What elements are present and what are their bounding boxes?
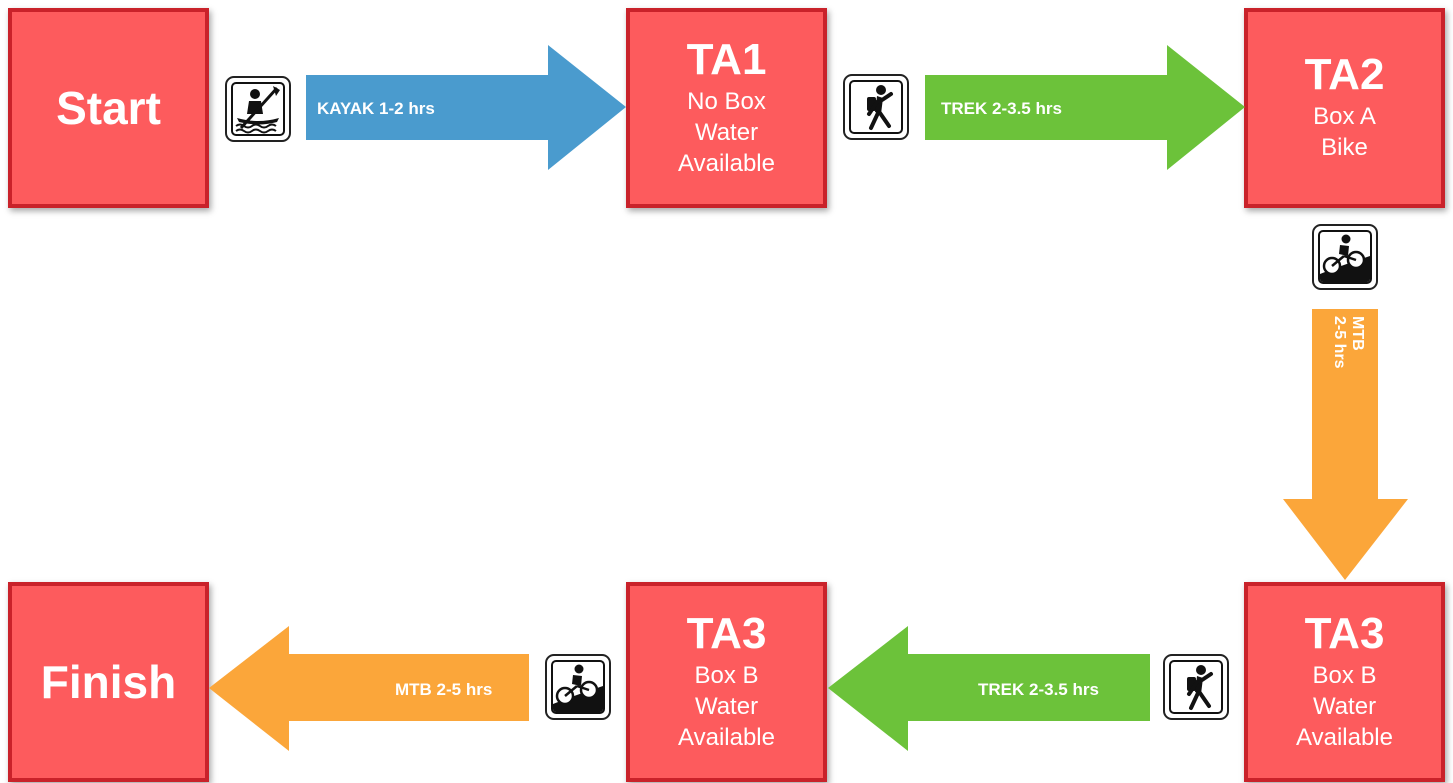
ta1-node: TA1 No Box Water Available xyxy=(626,8,827,208)
mtb1-label: MTB 2-5 hrs xyxy=(1330,316,1366,368)
kayak-arrow-shape xyxy=(306,45,626,170)
trek2-arrow-shape xyxy=(828,626,1150,751)
finish-node: Finish xyxy=(8,582,209,782)
ta1-line: No Box xyxy=(687,87,766,115)
mtb1-label-line: MTB xyxy=(1349,316,1366,351)
mtb1-arrow-shape xyxy=(1283,309,1408,580)
trek1-arrow xyxy=(925,45,1245,170)
mtb2-arrow-shape xyxy=(209,626,529,751)
ta3-right-title: TA3 xyxy=(1304,608,1385,658)
kayak-label: KAYAK 1-2 hrs xyxy=(317,99,435,118)
hiker-icon xyxy=(843,74,909,140)
mtb2-label: MTB 2-5 hrs xyxy=(395,680,493,699)
kayak-arrow xyxy=(306,45,626,170)
kayak-icon xyxy=(225,76,291,142)
mountain-bike-icon xyxy=(545,654,611,720)
trek1-arrow-shape xyxy=(925,45,1245,170)
ta1-line: Available xyxy=(678,149,775,177)
mtb2-arrow xyxy=(209,626,529,751)
ta2-line: Bike xyxy=(1321,134,1368,161)
trek1-label: TREK 2-3.5 hrs xyxy=(941,99,1062,118)
ta3-right-node: TA3 Box B Water Available xyxy=(1244,582,1445,782)
mtb1-label-line: 2-5 hrs xyxy=(1331,316,1348,369)
trek2-arrow xyxy=(828,626,1150,751)
start-label: Start xyxy=(56,82,161,134)
ta1-title: TA1 xyxy=(686,34,767,84)
ta3-mid-node: TA3 Box B Water Available xyxy=(626,582,827,782)
ta3-right-line: Available xyxy=(1296,723,1393,751)
ta3-mid-line: Available xyxy=(678,723,775,751)
hiker-icon xyxy=(1163,654,1229,720)
ta2-title: TA2 xyxy=(1304,50,1385,99)
mountain-bike-icon xyxy=(1312,224,1378,290)
ta1-line: Water xyxy=(694,118,759,146)
ta3-mid-title: TA3 xyxy=(686,608,767,658)
ta3-right-line: Water xyxy=(1312,692,1377,720)
ta3-mid-line: Box B xyxy=(694,661,759,689)
mtb1-arrow xyxy=(1283,309,1408,580)
finish-label: Finish xyxy=(40,656,177,708)
ta3-mid-line: Water xyxy=(694,692,759,720)
trek2-label: TREK 2-3.5 hrs xyxy=(978,680,1099,699)
ta2-line: Box A xyxy=(1313,103,1376,130)
start-node: Start xyxy=(8,8,209,208)
ta3-right-line: Box B xyxy=(1312,661,1377,689)
ta2-node: TA2 Box A Bike xyxy=(1244,8,1445,208)
